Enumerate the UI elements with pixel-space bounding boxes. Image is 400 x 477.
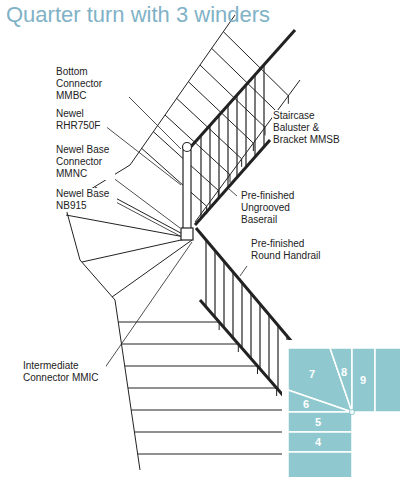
callout-number: 9 — [360, 374, 366, 386]
newel-post — [183, 150, 191, 238]
part-label: Bottom Connector MMBC — [55, 66, 129, 102]
stair-tread — [125, 366, 258, 374]
plan-inset — [282, 340, 400, 477]
stair-tread — [121, 344, 238, 352]
baluster — [241, 283, 242, 349]
baluster — [259, 304, 260, 369]
baluster — [200, 135, 201, 218]
winder-line — [82, 238, 190, 262]
baluster — [254, 75, 255, 157]
part-label: Intermediate Connector MMIC — [22, 360, 106, 384]
baluster — [214, 251, 215, 318]
newel-base — [181, 228, 193, 240]
plan-tread — [330, 348, 352, 412]
winder-line — [66, 215, 190, 238]
baluster — [227, 105, 228, 187]
leader-line — [112, 200, 180, 236]
stair-tread — [165, 115, 230, 183]
plan-tread — [288, 348, 352, 412]
part-label: Pre-finished Ungrooved Baserail — [240, 190, 312, 226]
winder-line — [112, 240, 192, 297]
part-label: Pre-finished Round Handrail — [250, 238, 332, 262]
leader-line — [102, 242, 192, 372]
callout-number: 5 — [315, 416, 321, 428]
baluster — [268, 315, 269, 380]
part-label: Staircase Baluster & Bracket MMSB — [272, 110, 352, 146]
leader-lines — [100, 88, 270, 372]
baluster — [205, 240, 206, 307]
plan-tread — [288, 412, 352, 432]
callout-number: 8 — [341, 366, 347, 378]
callout-number: 4 — [315, 436, 321, 448]
part-label: Newel Base Connector MMNC — [55, 144, 115, 180]
plan-tread — [352, 348, 375, 412]
lower-handrail — [196, 228, 335, 393]
leader-line — [240, 266, 247, 276]
baluster — [250, 293, 251, 358]
plan-tread — [288, 452, 352, 477]
plan-tread — [375, 348, 400, 412]
baluster — [277, 325, 278, 389]
leader-line — [120, 88, 181, 149]
baluster — [263, 65, 264, 147]
leader-line — [229, 189, 237, 196]
baluster — [218, 115, 219, 198]
baluster — [236, 95, 237, 177]
baluster — [232, 272, 233, 338]
baluster — [245, 85, 246, 167]
part-label: Newel RHR750F — [55, 108, 107, 132]
callout-number: 6 — [303, 398, 309, 410]
newel-cap — [183, 143, 192, 152]
stair-tread — [142, 148, 207, 214]
stair-tread — [223, 32, 288, 104]
baluster — [209, 125, 210, 208]
stair-tread — [128, 388, 277, 396]
callout-number: 7 — [309, 368, 315, 380]
title: Quarter turn with 3 winders — [6, 2, 270, 28]
inset-ground — [282, 340, 400, 477]
plan-tread — [288, 390, 352, 412]
stair-tread — [131, 410, 296, 418]
leader-line — [258, 140, 270, 152]
plan-newel — [350, 410, 355, 415]
baluster — [223, 261, 224, 327]
plan-tread — [288, 432, 352, 452]
stair-tread — [212, 48, 277, 119]
part-label: Newel Base NB915 — [55, 188, 117, 212]
